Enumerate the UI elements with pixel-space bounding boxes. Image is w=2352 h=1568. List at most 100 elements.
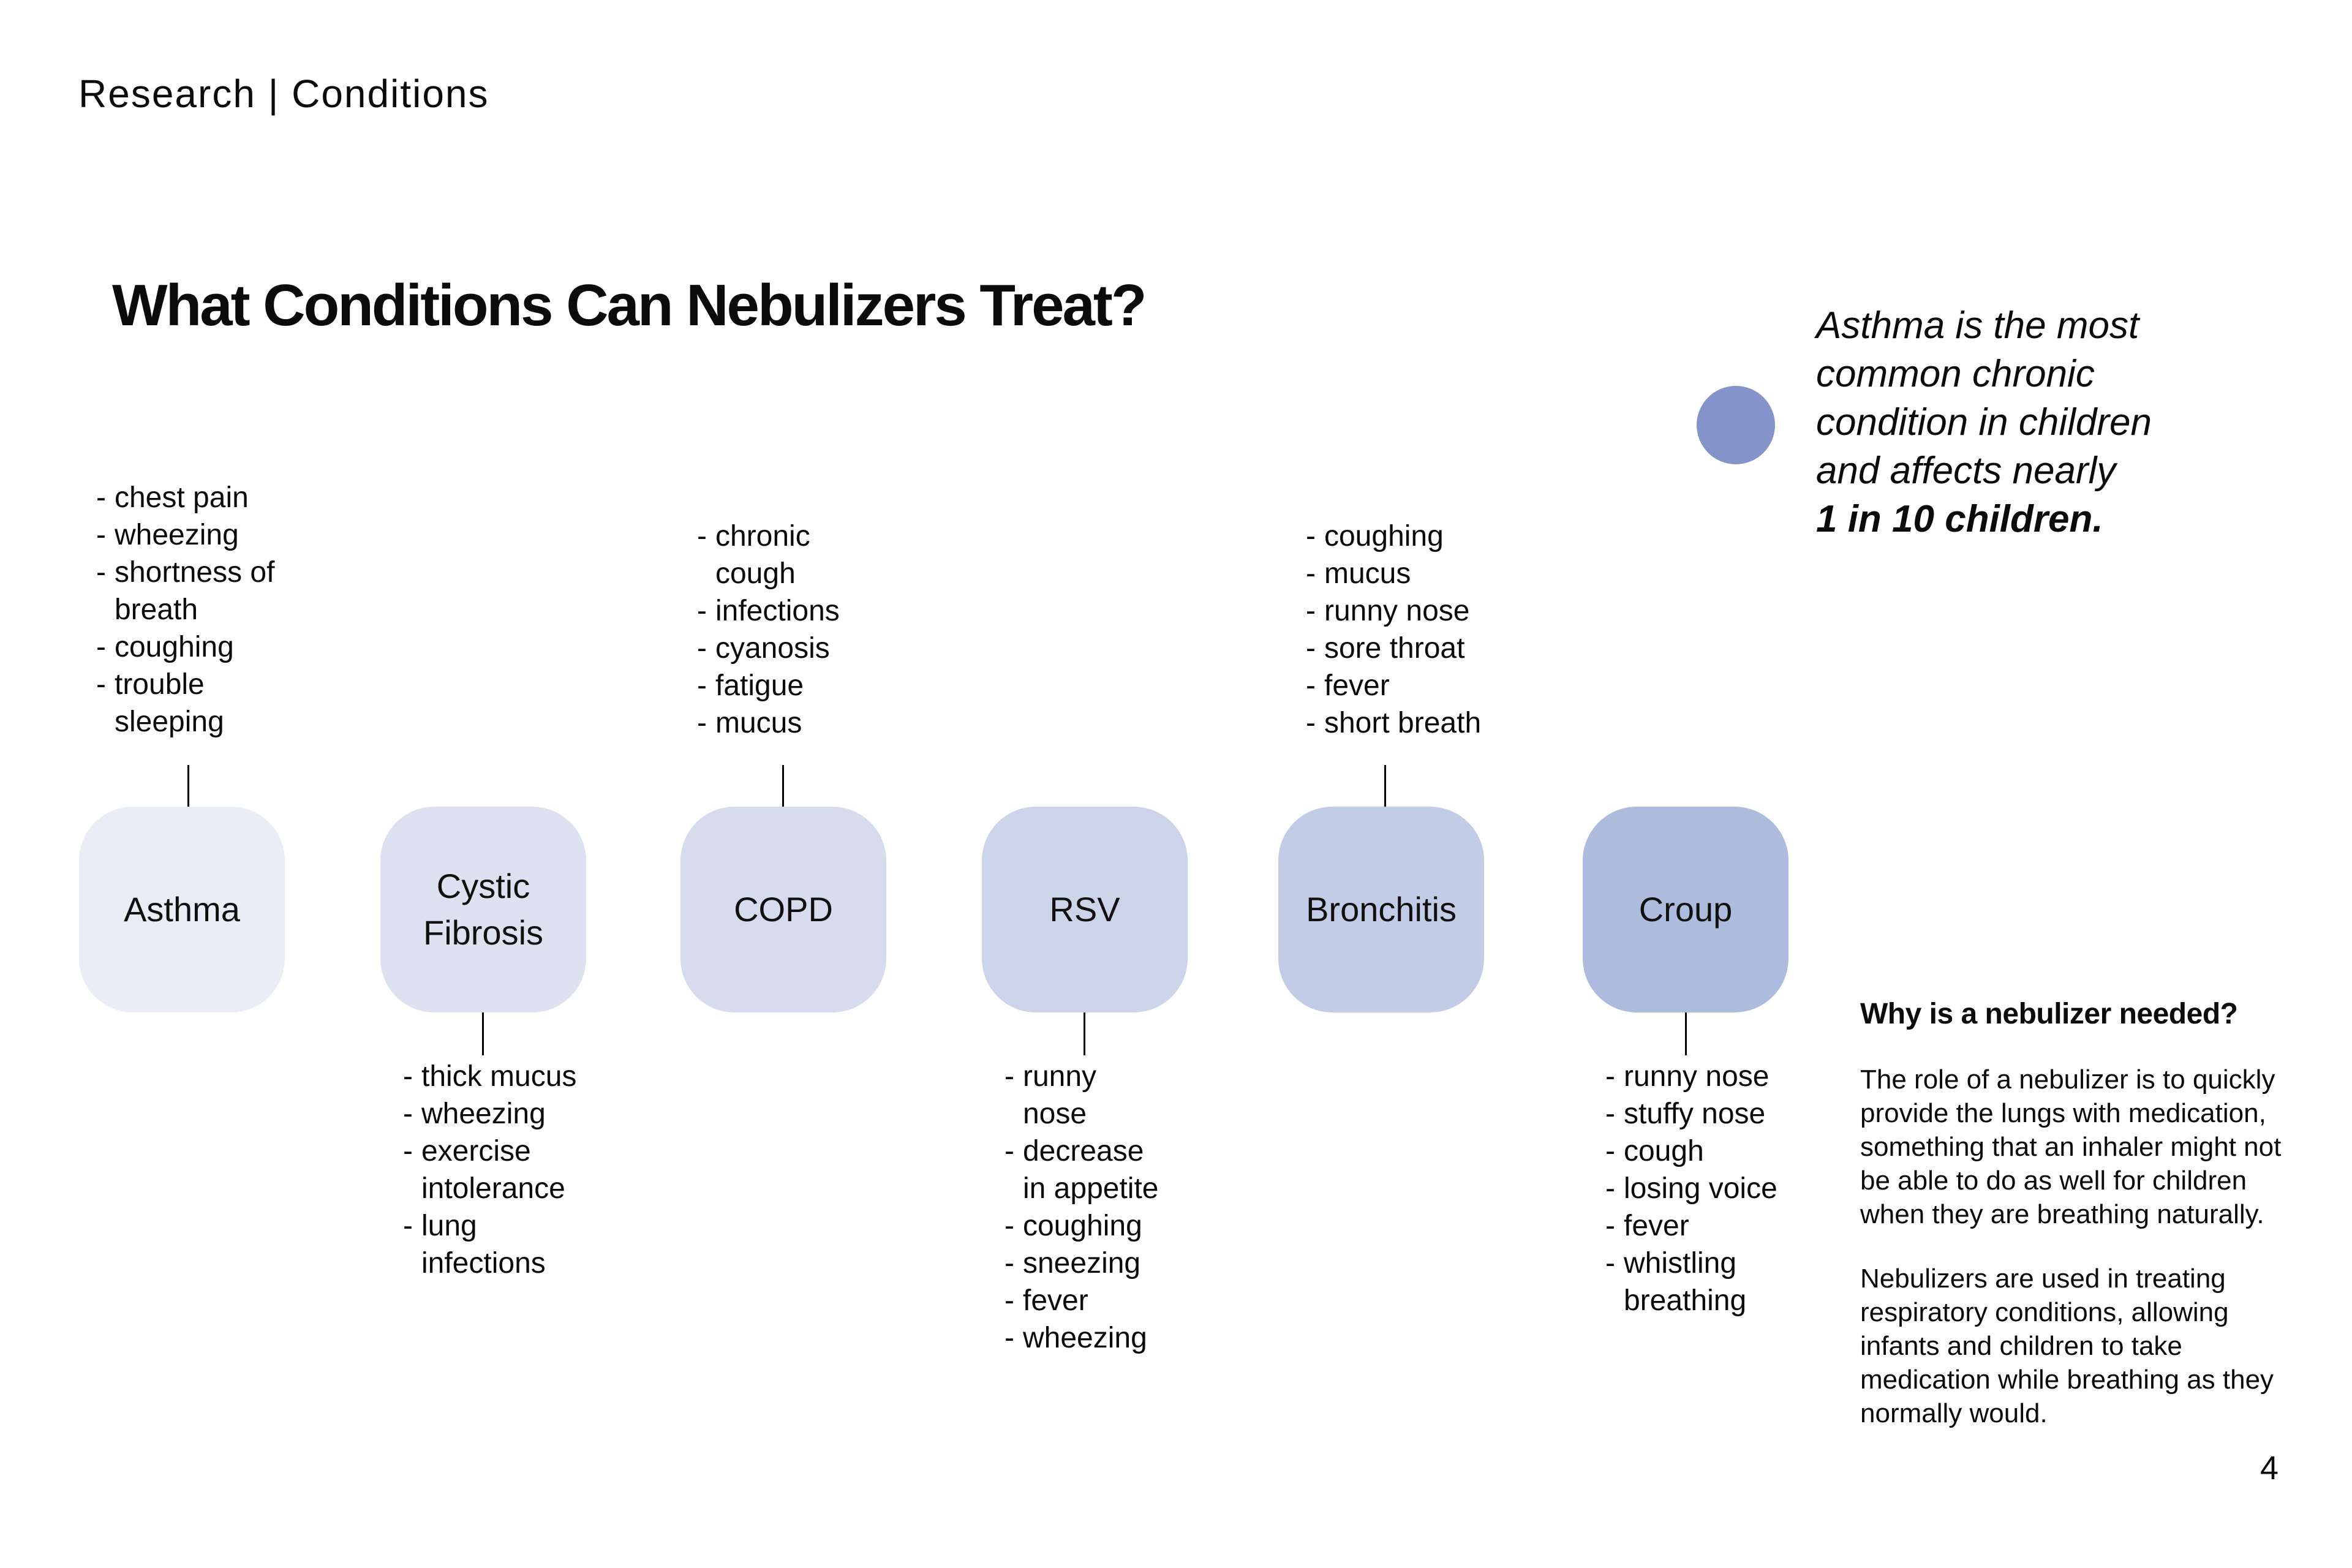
connector-cystic-fibrosis xyxy=(482,1012,484,1055)
symptom-dash: - xyxy=(403,1098,413,1130)
symptom-item: -fever xyxy=(1605,1207,1777,1245)
page-number: 4 xyxy=(2260,1450,2279,1487)
condition-label: COPD xyxy=(734,890,833,929)
symptom-text: sneezing xyxy=(1022,1247,1141,1280)
symptom-text: fever xyxy=(1324,669,1390,702)
fact-bold-line: 1 in 10 children. xyxy=(1816,498,2103,540)
symptom-text: trouble sleeping xyxy=(114,668,224,738)
symptom-item: -wheezing xyxy=(96,516,274,554)
symptom-dash: - xyxy=(1005,1322,1014,1354)
symptom-dash: - xyxy=(96,519,106,551)
symptom-item: -thick mucus xyxy=(403,1058,576,1095)
symptom-item: -chest pain xyxy=(96,479,274,516)
symptom-dash: - xyxy=(697,632,707,665)
symptom-dash: - xyxy=(1005,1247,1014,1280)
symptom-text: wheezing xyxy=(1022,1322,1147,1354)
symptom-text: infections xyxy=(715,595,840,627)
symptom-text: thick mucus xyxy=(421,1060,577,1093)
symptom-dash: - xyxy=(403,1060,413,1093)
why-nebulizer-section: Why is a nebulizer needed? The role of a… xyxy=(1860,997,2332,1461)
symptom-text: fever xyxy=(1623,1210,1689,1242)
symptom-text: cyanosis xyxy=(715,632,830,665)
symptom-item: -sore throat xyxy=(1306,630,1481,667)
symptom-item: -whistling breathing xyxy=(1605,1245,1777,1319)
asthma-fact-text: Asthma is the most common chronic condit… xyxy=(1816,301,2245,543)
symptom-dash: - xyxy=(1306,669,1316,702)
symptom-dash: - xyxy=(96,481,106,514)
symptom-dash: - xyxy=(1605,1135,1615,1167)
symptom-item: -losing voice xyxy=(1605,1170,1777,1207)
symptom-text: stuffy nose xyxy=(1623,1098,1766,1130)
symptom-item: -mucus xyxy=(697,704,840,742)
breadcrumb: Research | Conditions xyxy=(78,72,489,116)
symptom-text: mucus xyxy=(1324,557,1411,590)
symptom-item: -fever xyxy=(1005,1282,1159,1319)
bronchitis-symptoms-list: -coughing-mucus-runny nose-sore throat-f… xyxy=(1306,518,1481,742)
symptom-item: -coughing xyxy=(1306,518,1481,555)
symptom-dash: - xyxy=(403,1210,413,1242)
symptom-dash: - xyxy=(1605,1172,1615,1205)
symptom-dash: - xyxy=(1005,1210,1014,1242)
copd-symptoms-list: -chronic cough-infections-cyanosis-fatig… xyxy=(697,518,840,742)
symptom-dash: - xyxy=(1005,1060,1014,1093)
symptom-text: runny nose xyxy=(1623,1060,1770,1093)
symptom-dash: - xyxy=(697,595,707,627)
symptom-item: -wheezing xyxy=(403,1095,576,1133)
symptom-item: -runny nose xyxy=(1306,592,1481,630)
symptom-dash: - xyxy=(1306,632,1316,665)
rsv-symptoms-list: -runny nose-decrease in appetite-coughin… xyxy=(1005,1058,1159,1357)
symptom-dash: - xyxy=(96,668,106,701)
connector-rsv xyxy=(1084,1012,1085,1055)
symptom-text: mucus xyxy=(715,707,802,739)
symptom-item: -fatigue xyxy=(697,667,840,704)
symptom-item: -wheezing xyxy=(1005,1319,1159,1357)
symptom-text: exercise intolerance xyxy=(421,1135,565,1205)
symptom-text: sore throat xyxy=(1324,632,1465,665)
symptom-text: short breath xyxy=(1324,707,1482,739)
symptom-dash: - xyxy=(1306,557,1316,590)
symptom-text: coughing xyxy=(114,631,234,663)
symptom-text: coughing xyxy=(1324,520,1444,552)
symptom-dash: - xyxy=(1306,595,1316,627)
symptom-dash: - xyxy=(96,556,106,589)
symptom-item: -runny nose xyxy=(1605,1058,1777,1095)
symptom-dash: - xyxy=(1005,1135,1014,1167)
symptom-text: losing voice xyxy=(1623,1172,1777,1205)
symptom-text: coughing xyxy=(1022,1210,1142,1242)
condition-label: Croup xyxy=(1638,890,1733,929)
symptom-dash: - xyxy=(1605,1210,1615,1242)
symptom-item: -lung infections xyxy=(403,1207,576,1282)
symptom-dash: - xyxy=(697,707,707,739)
connector-copd xyxy=(782,765,784,807)
symptom-text: wheezing xyxy=(114,519,239,551)
symptom-dash: - xyxy=(1306,707,1316,739)
connector-bronchitis xyxy=(1384,765,1386,807)
symptom-dash: - xyxy=(1306,520,1316,552)
condition-box-rsv: RSV xyxy=(982,807,1188,1012)
symptom-item: -sneezing xyxy=(1005,1245,1159,1282)
symptom-item: -decrease in appetite xyxy=(1005,1133,1159,1207)
fact-line: Asthma is the most common chronic condit… xyxy=(1816,304,2152,492)
symptom-text: wheezing xyxy=(421,1098,546,1130)
symptom-item: -runny nose xyxy=(1005,1058,1159,1133)
why-nebulizer-paragraph-2: Nebulizers are used in treating respirat… xyxy=(1860,1264,2274,1428)
symptom-item: -trouble sleeping xyxy=(96,666,274,741)
symptom-text: fatigue xyxy=(715,669,804,702)
symptom-dash: - xyxy=(1005,1284,1014,1317)
symptom-dash: - xyxy=(1605,1098,1615,1130)
symptom-text: whistling breathing xyxy=(1623,1247,1747,1317)
symptom-item: -coughing xyxy=(1005,1207,1159,1245)
symptom-item: -short breath xyxy=(1306,704,1481,742)
symptom-item: -mucus xyxy=(1306,555,1481,592)
symptom-text: chest pain xyxy=(114,481,249,514)
why-nebulizer-heading: Why is a nebulizer needed? xyxy=(1860,998,2238,1030)
why-nebulizer-paragraph-1: The role of a nebulizer is to quickly pr… xyxy=(1860,1065,2282,1229)
symptom-dash: - xyxy=(96,631,106,663)
symptom-text: decrease in appetite xyxy=(1022,1135,1159,1205)
condition-label: Bronchitis xyxy=(1306,890,1457,929)
condition-box-cystic-fibrosis: Cystic Fibrosis xyxy=(380,807,586,1012)
symptom-item: -infections xyxy=(697,592,840,630)
asthma-symptoms-list: -chest pain-wheezing-shortness of breath… xyxy=(96,479,274,741)
symptom-text: cough xyxy=(1623,1135,1704,1167)
